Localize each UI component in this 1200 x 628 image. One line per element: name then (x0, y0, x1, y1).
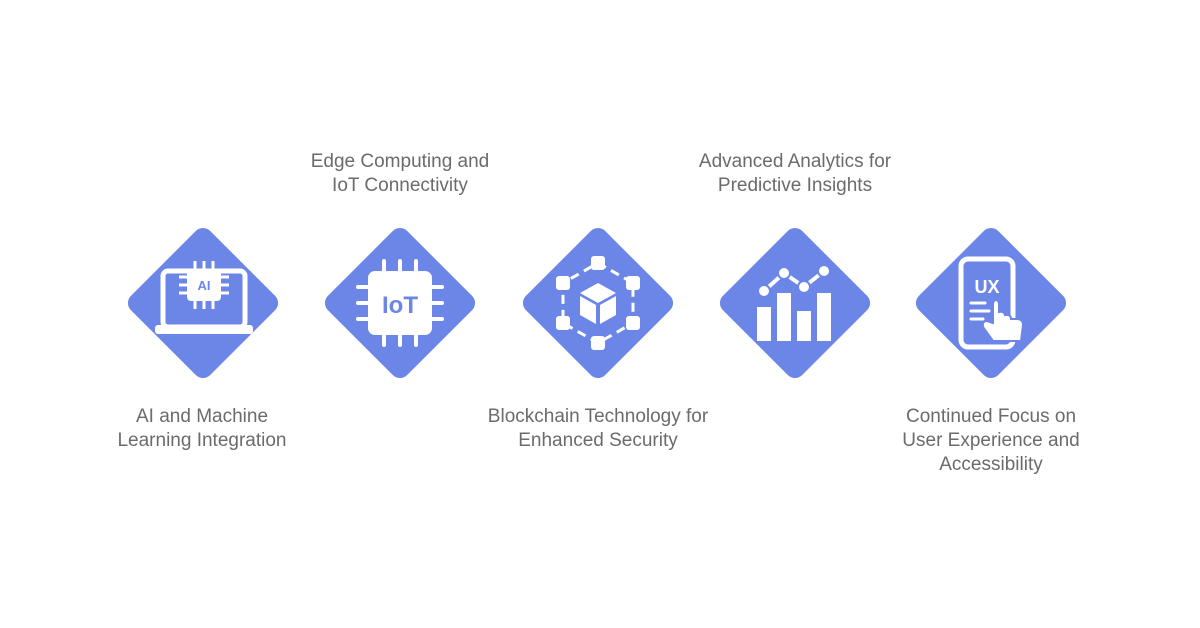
diamond-shape (915, 227, 1067, 379)
ai-laptop-icon: AI (155, 261, 253, 334)
label-ai: AI and Machine Learning Integration (117, 406, 287, 451)
label-blockchain: Blockchain Technology for Enhanced Secur… (487, 406, 709, 451)
tile-analytics (713, 221, 877, 385)
ux-phone-touch-icon: UX (958, 256, 1025, 350)
blockchain-cube-icon (556, 256, 640, 350)
label-analytics: Advanced Analytics for Predictive Insigh… (698, 151, 892, 196)
iot-badge-text: IoT (382, 292, 418, 319)
tile-iot: IoT (318, 221, 482, 385)
analytics-chart-icon (757, 264, 831, 341)
label-ux: Continued Focus on User Experience and A… (902, 406, 1080, 475)
ai-badge-text: AI (198, 278, 211, 293)
tile-blockchain (516, 221, 680, 385)
ux-badge-text: UX (974, 277, 999, 297)
tile-ux: UX (909, 221, 1073, 385)
iot-chip-icon: IoT (356, 259, 444, 347)
tile-ai: AI (121, 221, 285, 385)
label-iot: Edge Computing and IoT Connectivity (310, 151, 490, 196)
